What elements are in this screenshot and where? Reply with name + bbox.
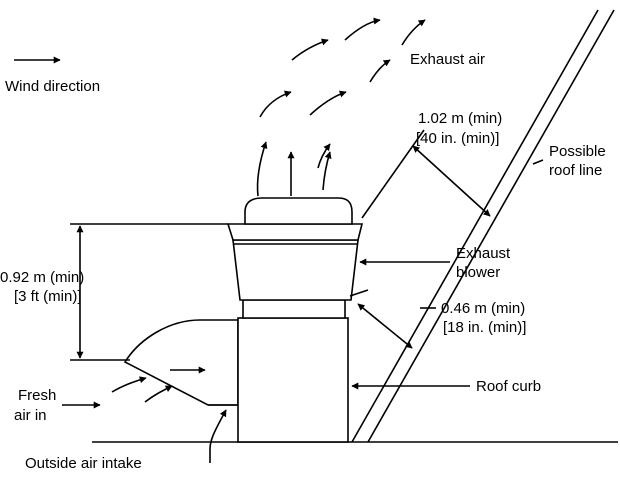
roof-curb-label: Roof curb bbox=[476, 378, 541, 395]
exhaust-blower-label-1: Exhaust bbox=[456, 245, 511, 262]
exhaust-blower-label-2: blower bbox=[456, 264, 500, 281]
exhaust-blower bbox=[226, 197, 364, 319]
fresh-air-label-1: Fresh bbox=[18, 387, 56, 404]
possible-roof-line-label-2: roof line bbox=[549, 162, 602, 179]
side-clearance-dimension bbox=[349, 289, 413, 349]
side-clearance-label-1: 0.46 m (min) bbox=[441, 300, 525, 317]
exhaust-air-arrows bbox=[256, 17, 426, 197]
height-dimension bbox=[70, 223, 228, 361]
roof-line bbox=[351, 9, 615, 443]
fresh-air-label-2: air in bbox=[14, 407, 47, 424]
height-label-1: 0.92 m (min) bbox=[0, 269, 84, 286]
height-label-2: [3 ft (min)] bbox=[14, 288, 82, 305]
roof-curb-box bbox=[237, 317, 349, 443]
outside-air-intake-hood bbox=[123, 319, 239, 406]
exhaust-air-label: Exhaust air bbox=[410, 51, 485, 68]
possible-roof-line-label-1: Possible bbox=[549, 143, 606, 160]
wind-direction-label: Wind direction bbox=[5, 78, 100, 95]
leader-lines bbox=[209, 159, 544, 463]
top-clearance-label-1: 1.02 m (min) bbox=[418, 110, 502, 127]
fresh-air-arrows bbox=[62, 366, 206, 409]
side-clearance-label-2: [18 in. (min)] bbox=[443, 319, 526, 336]
outside-air-intake-label: Outside air intake bbox=[25, 455, 142, 472]
top-clearance-label-2: [40 in. (min)] bbox=[416, 130, 499, 147]
top-clearance-dimension bbox=[361, 129, 491, 219]
